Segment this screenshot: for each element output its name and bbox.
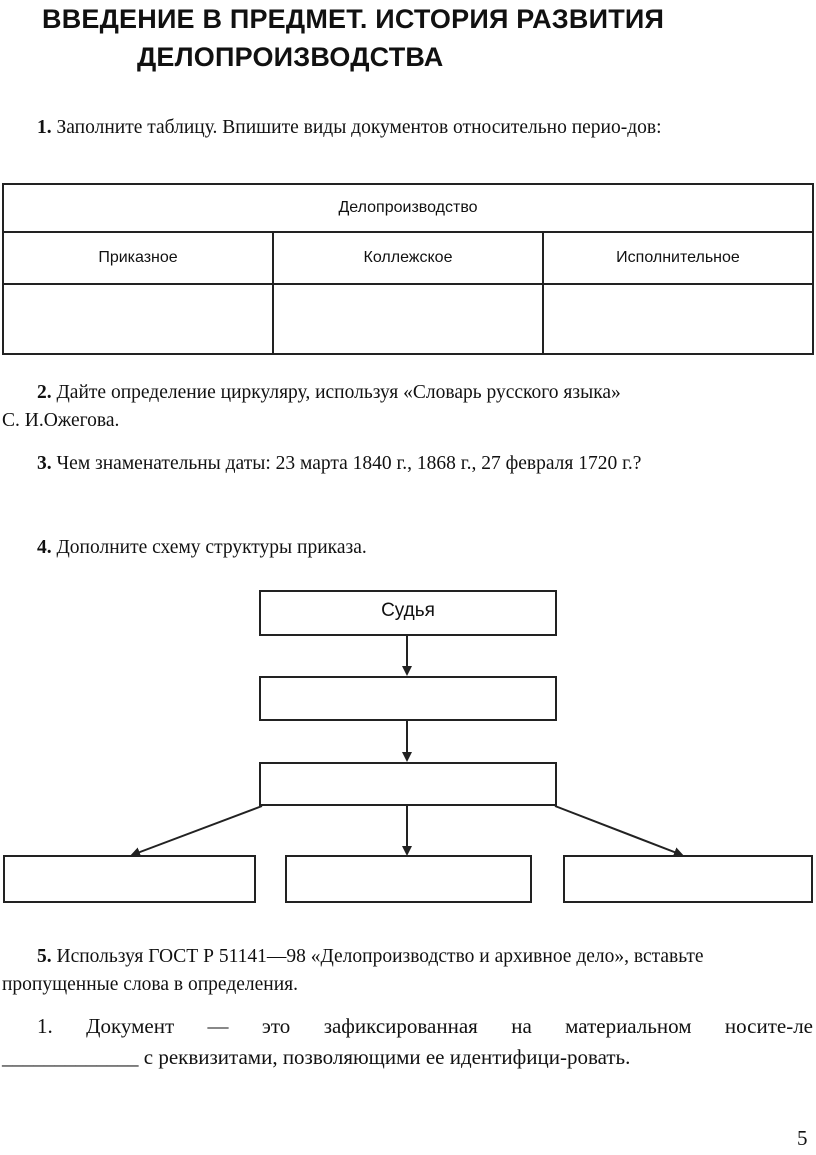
question-2-text-line-1: Дайте определение циркуляру, используя «… bbox=[56, 382, 621, 403]
table-cell-empty[interactable] bbox=[2, 283, 274, 355]
definition-line-2-text: с реквизитами, позволяющими ее идентифиц… bbox=[143, 1045, 631, 1069]
page-title-line-2: ДЕЛОПРОИЗВОДСТВА bbox=[137, 42, 444, 72]
question-5-text-line-2: пропущенные слова в определения. bbox=[2, 974, 299, 995]
question-2-text-line-2: С. И.Ожегова. bbox=[2, 410, 120, 431]
arrow-right bbox=[554, 805, 684, 857]
scheme-box-judge: Судья bbox=[259, 590, 557, 636]
table-cell-empty[interactable] bbox=[542, 283, 814, 355]
arrow-left bbox=[130, 805, 263, 857]
question-3-text: Чем знаменательны даты: 23 марта 1840 г.… bbox=[56, 453, 642, 474]
question-3-number: 3. bbox=[37, 453, 52, 474]
question-1-number: 1. bbox=[37, 117, 52, 138]
page-title-line-1: ВВЕДЕНИЕ В ПРЕДМЕТ. ИСТОРИЯ РАЗВИТИЯ bbox=[42, 4, 665, 34]
table-column-kollezhskoe: Коллежское bbox=[272, 231, 544, 285]
table-column-prikaznoe: Приказное bbox=[2, 231, 274, 285]
question-5: 5. Используя ГОСТ Р 51141—98 «Делопроизв… bbox=[37, 943, 704, 971]
scheme-box-empty-3[interactable] bbox=[259, 762, 557, 806]
question-2-number: 2. bbox=[37, 382, 52, 403]
scheme-box-bottom-left[interactable] bbox=[3, 855, 256, 903]
table-cell-empty[interactable] bbox=[272, 283, 544, 355]
definition-blank[interactable]: _____________ bbox=[2, 1045, 139, 1069]
question-5-number: 5. bbox=[37, 946, 52, 967]
definition-line-2: _____________ с реквизитами, позволяющим… bbox=[2, 1043, 630, 1071]
definition-line-1: 1. Документ — это зафиксированная на мат… bbox=[37, 1014, 813, 1038]
question-5-text-line-1: Используя ГОСТ Р 51141—98 «Делопроизводс… bbox=[56, 946, 704, 967]
table-header: Делопроизводство bbox=[2, 183, 814, 233]
question-3: 3. Чем знаменательны даты: 23 марта 1840… bbox=[37, 450, 641, 478]
table-column-ispolnitelnoe: Исполнительное bbox=[542, 231, 814, 285]
scheme-box-bottom-right[interactable] bbox=[563, 855, 813, 903]
question-4: 4. Дополните схему структуры приказа. bbox=[37, 534, 367, 562]
scheme-box-bottom-center[interactable] bbox=[285, 855, 532, 903]
question-1-text: Заполните таблицу. Впишите виды документ… bbox=[56, 117, 662, 138]
question-1: 1. Заполните таблицу. Впишите виды докум… bbox=[37, 114, 662, 142]
question-4-text: Дополните схему структуры приказа. bbox=[56, 537, 367, 558]
page-number: 5 bbox=[797, 1126, 808, 1150]
periods-table: Делопроизводство Приказное Коллежское Ис… bbox=[2, 183, 814, 355]
scheme-box-empty-2[interactable] bbox=[259, 676, 557, 721]
question-4-number: 4. bbox=[37, 537, 52, 558]
question-2: 2. Дайте определение циркуляру, использу… bbox=[37, 379, 621, 407]
scheme-box-judge-label: Судья bbox=[381, 600, 435, 621]
